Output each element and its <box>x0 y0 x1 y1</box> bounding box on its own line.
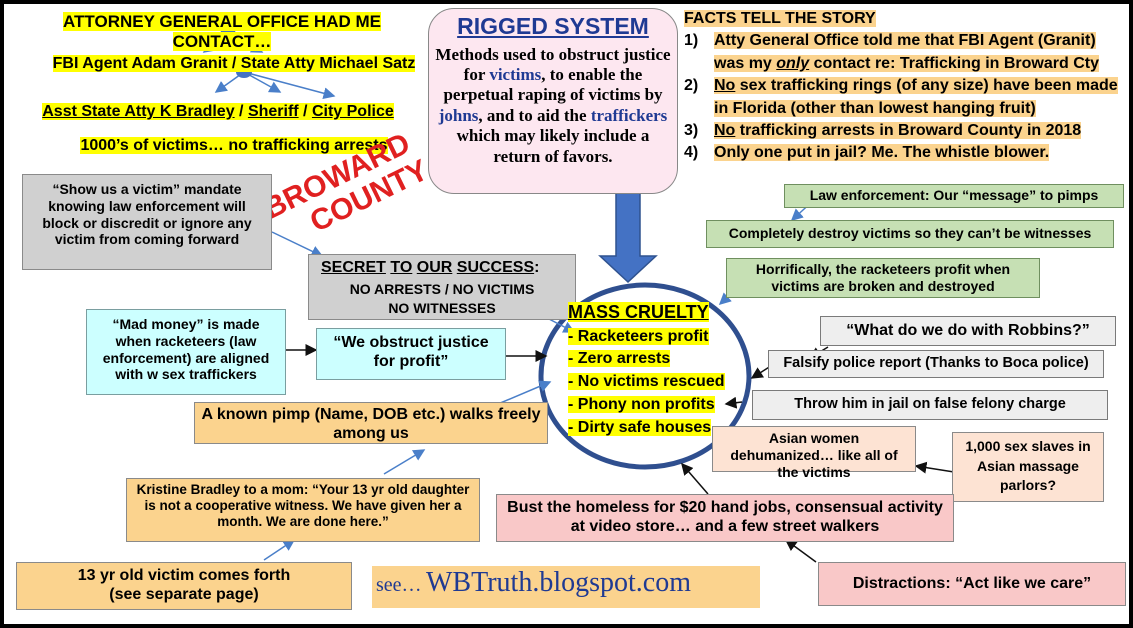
rigged-system-box: RIGGED SYSTEM Methods used to obstruct j… <box>428 8 678 194</box>
cruelty-item: - Phony non profits <box>568 395 715 413</box>
kristine-bradley-box: Kristine Bradley to a mom: “Your 13 yr o… <box>126 478 480 542</box>
header-fbi-line: FBI Agent Adam Granit / State Atty Micha… <box>32 54 436 73</box>
secret-line-2: NO WITNESSES <box>388 299 496 316</box>
fact-item-2: 2) No sex trafficking rings (of any size… <box>684 77 1118 117</box>
cruelty-item: - No victims rescued <box>568 373 725 391</box>
word-traffickers: traffickers <box>590 105 668 125</box>
obstruct-justice-box: “We obstruct justice for profit” <box>316 328 506 380</box>
header-contact-text: ATTORNEY GENERAL OFFICE HAD ME CONTACT… <box>63 12 381 52</box>
victim13-line-1: 13 yr old victim comes forth <box>77 567 291 584</box>
facts-title: FACTS TELL THE STORY <box>684 10 876 27</box>
rigged-system-text: Methods used to obstruct justice for vic… <box>435 44 671 166</box>
word-johns: johns <box>438 105 479 125</box>
jail-connector <box>724 396 743 409</box>
thirteen-yr-victim-box: 13 yr old victim comes forth (see separa… <box>16 562 352 610</box>
mass-cruelty-list: MASS CRUELTY - Racketeers profit - Zero … <box>568 300 728 439</box>
header-fbi-text: FBI Agent Adam Granit / State Atty Micha… <box>52 55 416 72</box>
mad-money-box: “Mad money” is made when racketeers (law… <box>86 309 286 395</box>
big-down-arrow <box>598 183 658 284</box>
header-officials-line: Asst State Atty K Bradley / Sheriff / Ci… <box>42 103 394 120</box>
homeless-connector <box>681 462 709 495</box>
header-contact-line: ATTORNEY GENERAL OFFICE HAD ME CONTACT… <box>18 12 426 53</box>
falsify-report-box: Falsify police report (Thanks to Boca po… <box>768 350 1104 378</box>
cruelty-item: - Dirty safe houses <box>568 418 712 436</box>
mass-cruelty-title: MASS CRUELTY <box>568 302 709 322</box>
destroy-victims-box: Completely destroy victims so they can’t… <box>706 220 1114 248</box>
blog-link-box[interactable]: see… WBTruth.blogspot.com <box>372 566 760 608</box>
false-felony-box: Throw him in jail on false felony charge <box>752 390 1108 420</box>
distractions-box: Distractions: “Act like we care” <box>818 562 1126 606</box>
sex-slaves-box: 1,000 sex slaves in Asian massage parlor… <box>952 432 1104 502</box>
known-pimp-box: A known pimp (Name, DOB etc.) walks free… <box>194 402 548 444</box>
secret-line-1: NO ARRESTS / NO VICTIMS <box>349 281 535 298</box>
word-victims: victims <box>489 64 542 84</box>
message-to-pimps-box: Law enforcement: Our “message” to pimps <box>784 184 1124 208</box>
see-label: see… <box>376 574 422 596</box>
cruelty-item: - Zero arrests <box>568 350 671 368</box>
victim13-connector <box>263 539 296 561</box>
homeless-busts-box: Bust the homeless for $20 hand jobs, con… <box>496 494 954 542</box>
secret-success-box: SECRET TO OUR SUCCESS: NO ARRESTS / NO V… <box>308 254 576 320</box>
fact-item-4: 4) Only one put in jail? Me. The whistle… <box>684 144 1050 162</box>
robbins-box: “What do we do with Robbins?” <box>820 316 1116 346</box>
show-us-victim-box: “Show us a victim” mandate knowing law e… <box>22 174 272 270</box>
blog-url[interactable]: WBTruth.blogspot.com <box>426 567 691 598</box>
racketeers-profit-box: Horrifically, the racketeers profit when… <box>726 258 1040 298</box>
city-police: City Police <box>311 103 394 120</box>
distractions-connector <box>784 539 817 563</box>
asian-women-box: Asian women dehumanized… like all of the… <box>712 426 916 480</box>
fact-item-1: 1) Atty General Office told me that FBI … <box>684 32 1099 72</box>
pimp-connector <box>497 380 552 405</box>
asst-state-atty: Asst State Atty K Bradley <box>42 103 235 120</box>
sheriff: Sheriff <box>247 103 299 120</box>
fact-item-3: 3) No trafficking arrests in Broward Cou… <box>684 121 1082 139</box>
slaves-connector <box>914 461 955 474</box>
diagram-canvas: ATTORNEY GENERAL OFFICE HAD ME CONTACT… … <box>4 4 1129 624</box>
victim13-line-2: (see separate page) <box>109 586 259 604</box>
rigged-system-title: RIGGED SYSTEM <box>457 13 649 39</box>
header-victims-line: 1000’s of victims… no trafficking arrest… <box>54 136 414 155</box>
facts-panel: FACTS TELL THE STORY 1) Atty General Off… <box>684 8 1124 165</box>
kristine-connector <box>383 449 426 475</box>
header-victims-text: 1000’s of victims… no trafficking arrest… <box>80 137 388 154</box>
cruelty-item: - Racketeers profit <box>568 327 709 345</box>
